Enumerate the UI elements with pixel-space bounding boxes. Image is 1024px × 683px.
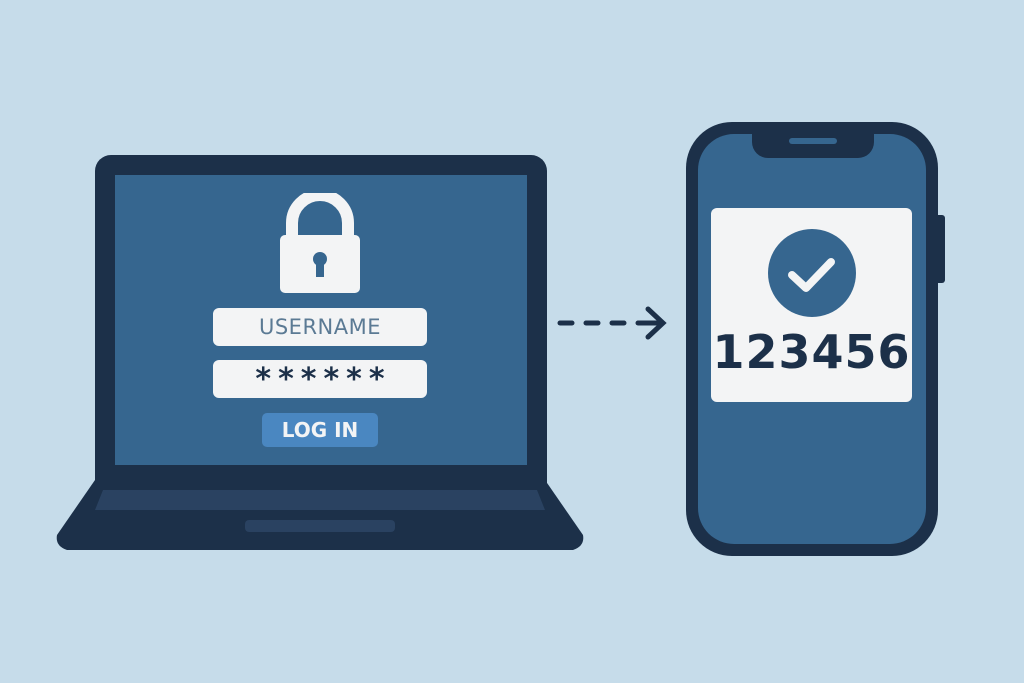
- laptop-base: [56, 480, 584, 550]
- verification-code: 123456: [712, 325, 911, 379]
- password-input[interactable]: ******: [213, 360, 427, 398]
- login-button[interactable]: LOG IN: [262, 413, 378, 447]
- dashed-arrow-icon: [557, 306, 667, 340]
- lock-icon: [280, 193, 360, 293]
- phone-side-button: [937, 215, 945, 283]
- trackpad: [245, 520, 395, 532]
- checkmark-circle-icon: [768, 229, 856, 317]
- keyboard-area: [95, 490, 545, 510]
- username-input[interactable]: USERNAME: [213, 308, 427, 346]
- phone-speaker: [789, 138, 837, 144]
